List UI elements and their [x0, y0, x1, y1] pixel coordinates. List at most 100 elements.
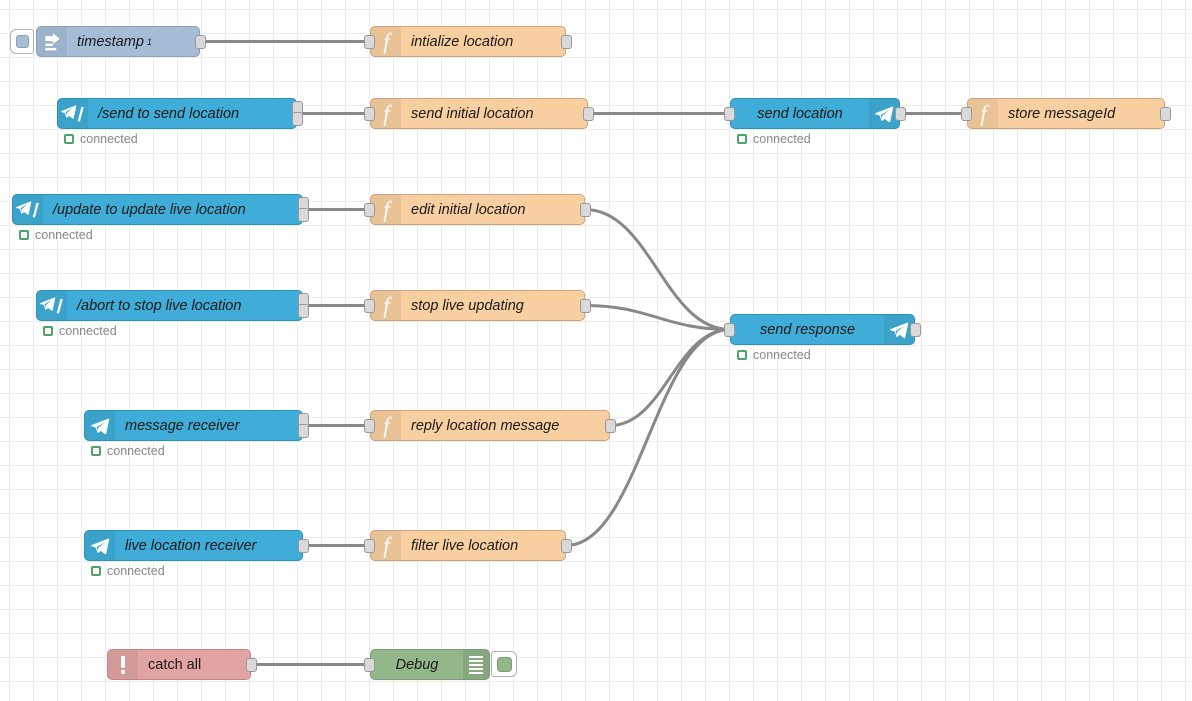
input-port-store-messageid[interactable] [961, 106, 972, 121]
status-text: connected [107, 564, 165, 578]
debug-toggle-square-icon [496, 656, 512, 672]
output-port-send-location-0[interactable] [895, 106, 906, 121]
output-port-catch-all-0[interactable] [246, 657, 257, 672]
node-live-location-receiver[interactable]: live location receiver [84, 530, 303, 561]
node-intialize-location[interactable]: f intialize location [370, 26, 566, 57]
output-port-reply-location-message-0[interactable] [605, 418, 616, 433]
node-label-send-location: send location [757, 105, 843, 122]
node-label-debug: Debug [395, 656, 439, 673]
output-port-timestamp-0[interactable] [195, 34, 206, 49]
function-f-icon: f [371, 411, 401, 440]
node-label-send-initial-location: send initial location [411, 105, 534, 122]
output-port-store-messageid-0[interactable] [1160, 106, 1171, 121]
status-text: connected [753, 132, 811, 146]
telegram-plane-icon [85, 531, 115, 560]
wire-stop-live-updating-to-send-response[interactable] [583, 304, 732, 331]
status-badge-send-location: connected [737, 132, 811, 146]
wire-edit-initial-location-to-send-response[interactable] [583, 208, 732, 331]
status-text: connected [107, 444, 165, 458]
node-label-send-response: send response [759, 321, 856, 338]
output-port-abort-command-1[interactable] [298, 303, 309, 318]
status-badge-abort-command: connected [43, 324, 117, 338]
function-f-icon: f [371, 291, 401, 320]
input-port-send-initial-location[interactable] [364, 106, 375, 121]
inject-button-square-icon [15, 35, 29, 48]
status-text: connected [59, 324, 117, 338]
node-abort-command[interactable]: /abort to stop live location [36, 290, 303, 321]
node-send-location[interactable]: send location [730, 98, 900, 129]
node-send-command[interactable]: /send to send location [57, 98, 297, 129]
inject-arrow-icon [37, 27, 67, 56]
status-badge-send-command: connected [64, 132, 138, 146]
svg-text:f: f [383, 294, 393, 318]
function-f-icon: f [371, 27, 401, 56]
input-port-send-response[interactable] [724, 322, 735, 337]
status-dot-icon [91, 566, 101, 576]
inject-trigger-button[interactable] [10, 29, 34, 54]
output-port-update-command-1[interactable] [298, 207, 309, 222]
telegram-plane-icon [884, 315, 914, 344]
input-port-send-location[interactable] [724, 106, 735, 121]
node-send-initial-location[interactable]: f send initial location [370, 98, 588, 129]
node-label-intialize-location: intialize location [411, 33, 514, 50]
input-port-edit-initial-location[interactable] [364, 202, 375, 217]
output-port-stop-live-updating-0[interactable] [580, 298, 591, 313]
node-label-reply-location-message: reply location message [411, 417, 560, 434]
output-port-send-command-1[interactable] [292, 111, 303, 126]
svg-text:f: f [383, 102, 393, 126]
node-label-update-command: /update to update live location [53, 201, 246, 218]
node-label-live-location-receiver: live location receiver [125, 537, 257, 554]
status-text: connected [35, 228, 93, 242]
svg-text:f: f [383, 534, 393, 558]
status-dot-icon [64, 134, 74, 144]
svg-text:f: f [383, 414, 393, 438]
output-port-live-location-receiver-0[interactable] [298, 538, 309, 553]
telegram-plane-icon [85, 411, 115, 440]
node-message-receiver[interactable]: message receiver [84, 410, 303, 441]
svg-text:f: f [383, 198, 393, 222]
output-port-send-response-0[interactable] [910, 322, 921, 337]
node-reply-location-message[interactable]: f reply location message [370, 410, 610, 441]
status-badge-update-command: connected [19, 228, 93, 242]
input-port-stop-live-updating[interactable] [364, 298, 375, 313]
node-update-command[interactable]: /update to update live location [12, 194, 303, 225]
node-label-message-receiver: message receiver [125, 417, 240, 434]
status-dot-icon [19, 230, 29, 240]
output-port-send-initial-location-0[interactable] [583, 106, 594, 121]
input-port-filter-live-location[interactable] [364, 538, 375, 553]
node-stop-live-updating[interactable]: f stop live updating [370, 290, 585, 321]
status-text: connected [753, 348, 811, 362]
output-port-intialize-location-0[interactable] [561, 34, 572, 49]
node-debug[interactable]: Debug [370, 649, 490, 680]
function-f-icon: f [371, 195, 401, 224]
input-port-debug[interactable] [364, 657, 375, 672]
node-label-catch-all: catch all [148, 656, 202, 673]
output-port-filter-live-location-0[interactable] [561, 538, 572, 553]
wire-reply-location-message-to-send-response[interactable] [608, 328, 732, 427]
svg-text:f: f [980, 102, 990, 126]
status-dot-icon [91, 446, 101, 456]
input-port-intialize-location[interactable] [364, 34, 375, 49]
status-badge-live-location-receiver: connected [91, 564, 165, 578]
input-port-reply-location-message[interactable] [364, 418, 375, 433]
function-f-icon: f [968, 99, 998, 128]
node-label-stop-live-updating: stop live updating [411, 297, 524, 314]
node-label-abort-command: /abort to stop live location [77, 297, 242, 314]
output-port-message-receiver-1[interactable] [298, 423, 309, 438]
warning-bang-icon [108, 650, 138, 679]
output-port-edit-initial-location-0[interactable] [580, 202, 591, 217]
node-sup-timestamp: 1 [146, 36, 152, 47]
node-label-send-command: /send to send location [98, 105, 240, 122]
node-catch-all[interactable]: catch all [107, 649, 251, 680]
debug-enable-toggle[interactable] [491, 651, 517, 677]
node-send-response[interactable]: send response [730, 314, 915, 345]
status-dot-icon [43, 326, 53, 336]
status-badge-send-response: connected [737, 348, 811, 362]
status-text: connected [80, 132, 138, 146]
